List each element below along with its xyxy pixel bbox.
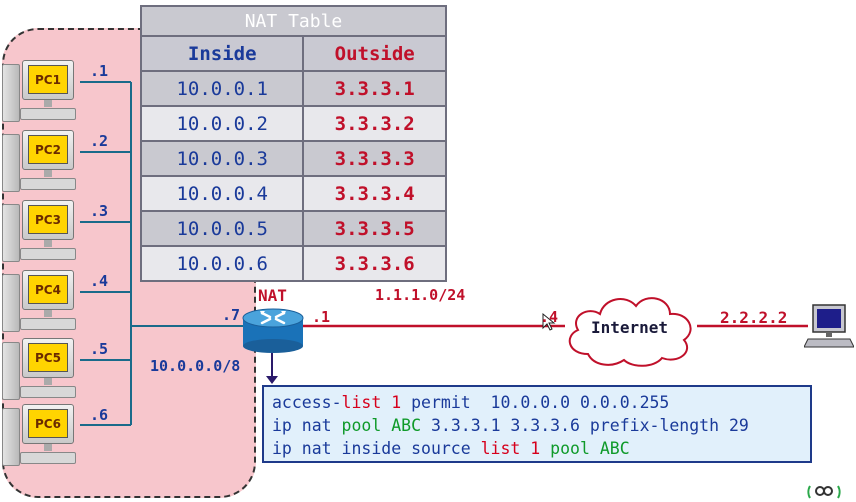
monitor: PC3 [22, 200, 74, 240]
outside-address-cell: 3.3.3.2 [302, 105, 447, 142]
outside-column-header: Outside [302, 35, 447, 72]
pc2-port-label: .2 [90, 132, 109, 150]
config-line-inside-source: ip nat inside source list 1 pool ABC [272, 439, 630, 458]
pc4-label: PC4 [28, 275, 68, 304]
inside-address-cell: 10.0.0.1 [139, 70, 305, 107]
keyboard [20, 386, 76, 398]
pc-tower [2, 342, 20, 400]
pc6-port-label: .6 [90, 406, 109, 424]
monitor: PC6 [22, 404, 74, 444]
inside-address-cell: 10.0.0.5 [139, 210, 305, 247]
pc3-port-label: .3 [90, 202, 109, 220]
config-arrowhead [266, 376, 278, 384]
pc1-label: PC1 [28, 65, 68, 94]
pc6-label: PC6 [28, 409, 68, 438]
monitor: PC1 [22, 60, 74, 100]
config-line-nat-pool: ip nat pool ABC 3.3.3.1 3.3.3.6 prefix-l… [272, 416, 749, 435]
nat-table-title: NAT Table [140, 5, 447, 37]
router-label: NAT [258, 286, 287, 305]
pc-tower [2, 274, 20, 332]
keyboard [20, 178, 76, 190]
outside-address-cell: 3.3.3.5 [302, 210, 447, 247]
inside-address-cell: 10.0.0.4 [139, 175, 305, 212]
keyboard [20, 108, 76, 120]
keyboard [20, 248, 76, 260]
pc4[interactable]: PC4 [2, 270, 76, 334]
router-inside-port-label: .7 [222, 306, 241, 324]
pc1[interactable]: PC1 [2, 60, 76, 124]
pc5-port-label: .5 [90, 340, 109, 358]
inside-address-cell: 10.0.0.3 [139, 140, 305, 177]
pc2-label: PC2 [28, 135, 68, 164]
outside-address-cell: 3.3.3.3 [302, 140, 447, 177]
pc6[interactable]: PC6 [2, 404, 76, 468]
pc5-label: PC5 [28, 343, 68, 372]
isp-port-label: .4 [540, 308, 559, 326]
internet-label: Internet [591, 318, 669, 337]
monitor: PC2 [22, 130, 74, 170]
keyboard [20, 452, 76, 464]
watermark-logo-icon [807, 485, 841, 499]
pc4-port-label: .4 [90, 272, 109, 290]
internet-host-computer-icon[interactable] [804, 303, 854, 351]
router-icon[interactable] [240, 300, 306, 354]
pc5[interactable]: PC5 [2, 338, 76, 402]
pc3-label: PC3 [28, 205, 68, 234]
monitor: PC4 [22, 270, 74, 310]
wan-subnet-label: 1.1.1.0/24 [375, 286, 466, 304]
pc1-port-label: .1 [90, 62, 109, 80]
nat-config-box: access-list 1 permit 10.0.0.0 0.0.0.255 … [262, 385, 812, 463]
monitor: PC5 [22, 338, 74, 378]
config-line-access-list: access-list 1 permit 10.0.0.0 0.0.0.255 [272, 393, 670, 412]
pc2[interactable]: PC2 [2, 130, 76, 194]
outside-address-cell: 3.3.3.1 [302, 70, 447, 107]
keyboard [20, 318, 76, 330]
pointer-cursor [542, 312, 556, 331]
router-outside-port-label: .1 [312, 308, 331, 326]
inside-column-header: Inside [139, 35, 305, 72]
pc-tower [2, 134, 20, 192]
outside-address-cell: 3.3.3.6 [302, 245, 447, 282]
lan-subnet-label: 10.0.0.0/8 [150, 357, 241, 375]
outside-address-cell: 3.3.3.4 [302, 175, 447, 212]
inside-address-cell: 10.0.0.6 [139, 245, 305, 282]
internet-cloud-icon [568, 297, 692, 367]
pc-tower [2, 64, 20, 122]
pc-tower [2, 408, 20, 466]
inside-address-cell: 10.0.0.2 [139, 105, 305, 142]
internet-host-ip-label: 2.2.2.2 [720, 308, 788, 327]
pc3[interactable]: PC3 [2, 200, 76, 264]
pc-tower [2, 204, 20, 262]
